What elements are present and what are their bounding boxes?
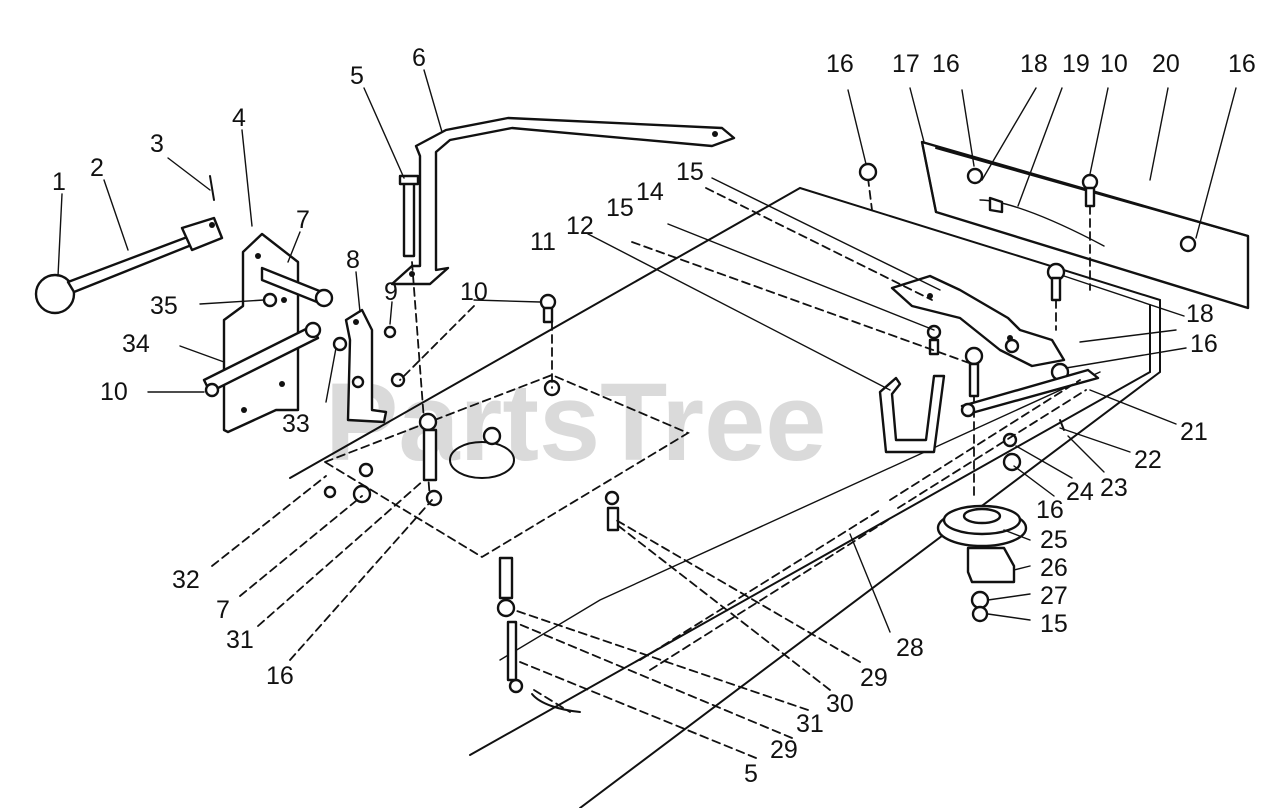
callout-31: 31 (796, 710, 824, 738)
callout-15: 15 (606, 194, 634, 222)
callout-16-f: 16 (266, 662, 294, 690)
callout-25: 25 (1040, 526, 1068, 554)
callout-15-top: 15 (676, 158, 704, 186)
callout-16-b: 16 (932, 50, 960, 78)
callout-7: 7 (296, 206, 310, 234)
callout-7-b: 7 (216, 596, 230, 624)
callout-16: 16 (826, 50, 854, 78)
lever-bracket (222, 232, 300, 434)
idler-pulley (936, 504, 1028, 623)
callout-30: 30 (826, 690, 854, 718)
callout-8: 8 (346, 246, 360, 274)
callout-29-b: 29 (770, 736, 798, 764)
callout-29: 29 (860, 664, 888, 692)
clevis-pin (209, 175, 215, 201)
nut-16 (858, 162, 878, 182)
callout-21: 21 (1180, 418, 1208, 446)
callout-10-top: 10 (1100, 50, 1128, 78)
callout-22: 22 (1134, 446, 1162, 474)
callout-10: 10 (460, 278, 488, 306)
control-lever-assembly (34, 175, 224, 315)
mounting-plate (322, 374, 690, 559)
callout-34: 34 (122, 330, 150, 358)
callout-18: 18 (1020, 50, 1048, 78)
callout-23: 23 (1100, 474, 1128, 502)
callout-15-low: 15 (1040, 610, 1068, 638)
callout-4: 4 (232, 104, 246, 132)
callout-11: 11 (530, 228, 556, 256)
nut-9 (383, 325, 397, 339)
callout-16-d: 16 (1190, 330, 1218, 358)
belt-guide (639, 379, 1087, 671)
callout-2: 2 (90, 154, 104, 182)
callout-14: 14 (636, 178, 664, 206)
leader-lines (57, 69, 1237, 759)
callout-9: 9 (384, 278, 398, 306)
lower-spacer-bolt (496, 556, 524, 694)
callout-28: 28 (896, 634, 924, 662)
callout-24: 24 (1066, 478, 1094, 506)
idler-arm (960, 368, 1100, 472)
callout-32: 32 (172, 566, 200, 594)
callout-12: 12 (566, 212, 594, 240)
bent-rod (878, 374, 946, 454)
callout-16-c: 16 (1228, 50, 1256, 78)
support-strap (390, 116, 736, 286)
link-bracket (344, 308, 397, 424)
plate-opening (449, 441, 515, 479)
callout-3: 3 (150, 130, 164, 158)
callout-20: 20 (1152, 50, 1180, 78)
callout-18-b: 18 (1186, 300, 1214, 328)
callout-31-b: 31 (226, 626, 254, 654)
callout-labels: 1 2 3 4 5 6 7 8 9 10 35 34 10 33 11 12 1… (52, 44, 1256, 788)
callout-1: 1 (52, 168, 66, 196)
callout-6: 6 (412, 44, 426, 72)
callout-10-left: 10 (100, 378, 128, 406)
idler-bracket (890, 262, 1070, 398)
plate-hardware (323, 293, 620, 532)
lever-knob (34, 273, 76, 315)
callout-19: 19 (1062, 50, 1090, 78)
callout-26: 26 (1040, 554, 1068, 582)
callout-35: 35 (150, 292, 178, 320)
watermark: PartsTree (325, 361, 826, 484)
callout-5-b: 5 (744, 760, 758, 788)
long-bolt (398, 174, 420, 258)
callout-27: 27 (1040, 582, 1068, 610)
front-panel (920, 140, 1250, 310)
callout-17: 17 (892, 50, 920, 78)
pivot-shafts (202, 266, 348, 398)
callout-33: 33 (282, 410, 310, 438)
callout-5: 5 (350, 62, 364, 90)
callout-16-e: 16 (1036, 496, 1064, 524)
lever-rod (66, 234, 196, 294)
